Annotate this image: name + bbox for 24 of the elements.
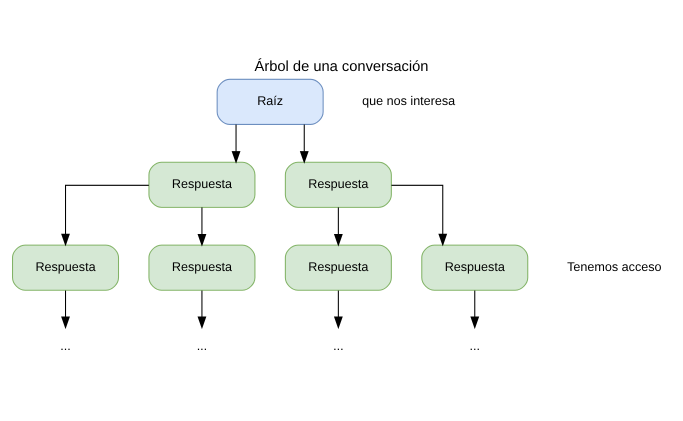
node-box: Respuesta bbox=[421, 244, 528, 291]
arrow bbox=[61, 184, 149, 246]
node-text: ... bbox=[60, 339, 71, 354]
node-box: Respuesta bbox=[12, 244, 120, 291]
node-box: Raíz bbox=[216, 78, 324, 125]
diagram-title: Árbol de una conversación bbox=[254, 59, 428, 76]
arrow bbox=[300, 124, 309, 164]
arrow bbox=[334, 290, 343, 330]
arrow bbox=[198, 207, 206, 247]
arrow bbox=[232, 124, 240, 164]
label: Tenemos acceso bbox=[567, 260, 662, 274]
node-box: Respuesta bbox=[148, 162, 256, 208]
arrow bbox=[198, 290, 206, 330]
node-text: ... bbox=[196, 339, 208, 354]
node-box: Respuesta bbox=[284, 244, 392, 291]
node-box: Respuesta bbox=[284, 162, 392, 208]
arrow bbox=[61, 290, 70, 330]
arrow bbox=[470, 290, 480, 330]
label: que nos interesa bbox=[362, 94, 456, 108]
node-text: ... bbox=[333, 339, 344, 354]
node-text: ... bbox=[470, 339, 480, 354]
arrow bbox=[391, 184, 448, 246]
arrow bbox=[334, 207, 343, 247]
node-box: Respuesta bbox=[148, 244, 256, 291]
